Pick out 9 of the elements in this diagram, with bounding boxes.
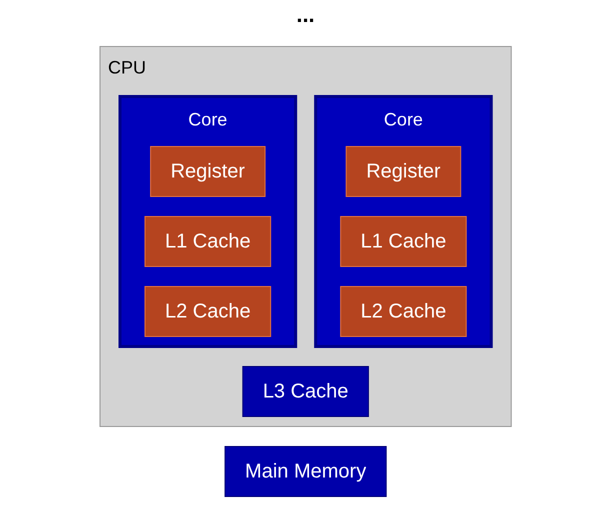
ellipsis-text: ...: [296, 2, 315, 27]
node-box: Register: [346, 146, 462, 197]
node-box: Main Memory: [224, 446, 387, 497]
node-box: L2 Cache: [340, 286, 467, 337]
node-box: L1 Cache: [340, 216, 467, 267]
node-box: Register: [150, 146, 266, 197]
node-box: L2 Cache: [144, 286, 271, 337]
node-box: L1 Cache: [144, 216, 271, 267]
node-box: L3 Cache: [242, 366, 369, 417]
